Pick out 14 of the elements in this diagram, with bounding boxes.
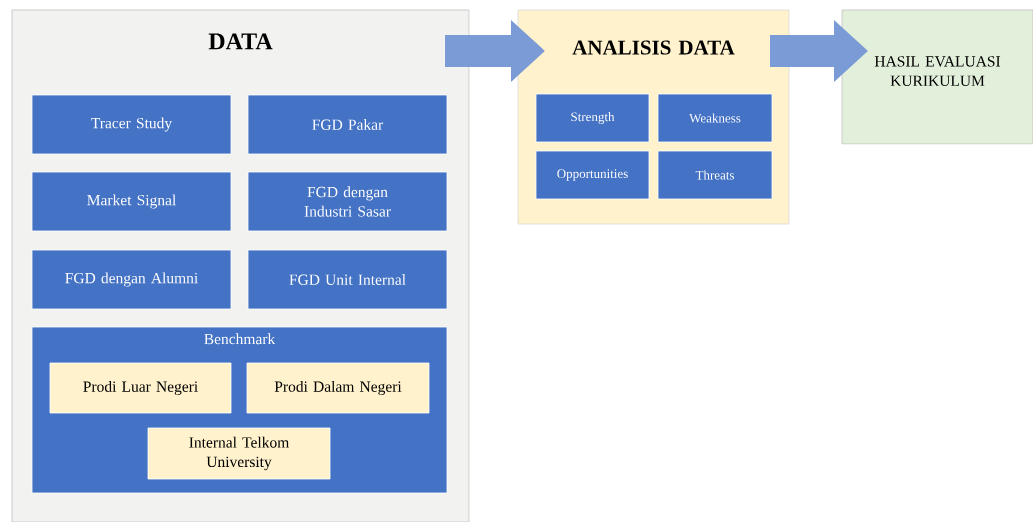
swot-box: Opportunities xyxy=(535,150,650,200)
data-box: FGD Unit Internal xyxy=(247,249,448,310)
data-box: Market Signal xyxy=(31,171,232,232)
data-box: Tracer Study xyxy=(31,94,232,155)
swot-box: Strength xyxy=(535,93,650,143)
result-box: HASIL EVALUASI KURIKULUM xyxy=(841,9,1033,145)
data-box: FGD Pakar xyxy=(247,94,448,155)
benchmark-box: Prodi Luar Negeri xyxy=(49,362,232,414)
benchmark-box: Prodi Dalam Negeri xyxy=(246,362,430,414)
data-box: FGD dengan Alumni xyxy=(31,249,232,310)
data-box: FGD dengan Industri Sasar xyxy=(247,171,448,232)
swot-box: Weakness xyxy=(657,93,773,143)
swot-box: Threats xyxy=(657,150,773,200)
benchmark-box: Internal Telkom University xyxy=(147,427,331,480)
